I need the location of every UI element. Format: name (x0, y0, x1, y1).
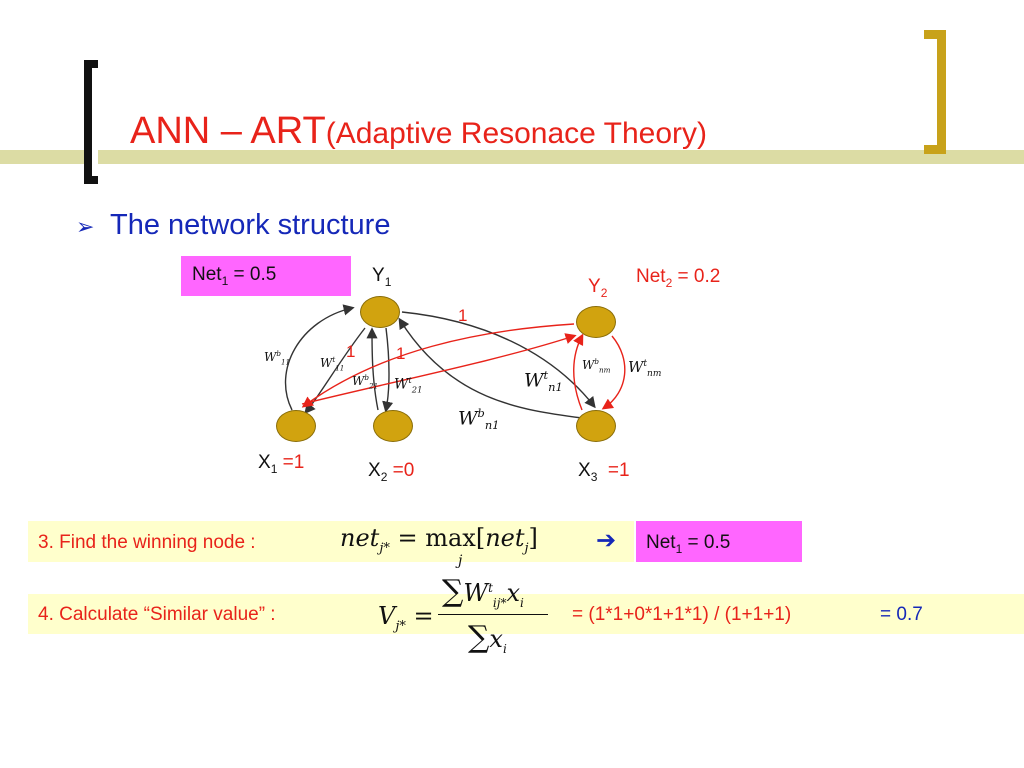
node-x2 (373, 410, 413, 442)
similarity-result: = 0.7 (880, 604, 923, 625)
weight-wn1t: Wtn1 (524, 368, 563, 395)
step3-formula-subscript: j (458, 553, 463, 569)
edge-value-label: 1 (396, 344, 406, 363)
similarity-numerator: ∑Wtij*xi (442, 574, 524, 610)
weight-wnmt: Wtnm (628, 358, 662, 379)
net1-highlight-box (181, 256, 351, 296)
title-main: ANN – ART (130, 110, 326, 152)
winner-label: Net1 = 0.5 (646, 532, 731, 556)
weight-w21b: Wb21 (352, 373, 379, 391)
edge-value-label: 1 (458, 306, 468, 325)
x2-label: X2 =0 (368, 460, 415, 484)
weight-w21t: Wt21 (394, 375, 423, 395)
right-bracket-decoration (924, 30, 946, 154)
weight-w11t: Wt11 (320, 355, 345, 373)
net1-label: Net1 = 0.5 (192, 264, 277, 288)
left-bracket-decoration (84, 60, 98, 184)
edge-y2-x1-red (301, 323, 575, 408)
fraction-line (438, 614, 548, 615)
step3-background (28, 521, 634, 562)
weight-wn1b: Wbn1 (458, 406, 500, 433)
step3-formula: netj* = max[netj] (340, 524, 538, 556)
edge-y2-x3-red (601, 335, 626, 410)
y2-label: Y2 (588, 276, 608, 300)
bullet-arrow-icon: ➢ (76, 214, 95, 239)
edge-x1-y1-bottom (284, 304, 355, 411)
node-y1 (360, 296, 400, 328)
x3-label: X3 =1 (578, 460, 630, 484)
node-x1 (276, 410, 316, 442)
header-band (0, 150, 1024, 164)
similarity-lhs: Vj* = (378, 602, 434, 634)
edge-x1-y2-red (301, 333, 577, 405)
title-sub: (Adaptive Resonace Theory) (325, 117, 708, 150)
edge-x3-y1-bottom (398, 317, 583, 419)
weight-wnmb: Wbnm (582, 357, 611, 375)
node-x3 (576, 410, 616, 442)
edge-x2-y1-bottom (366, 327, 379, 411)
winner-highlight-box (636, 521, 802, 562)
step3-text: 3. Find the winning node : (38, 532, 256, 553)
bullet-text: The network structure (110, 209, 391, 241)
edge-y1-x3-top (401, 311, 596, 409)
slide-title: ANN – ART(Adaptive Resonace Theory) (130, 112, 707, 150)
x1-label: X1 =1 (258, 452, 305, 476)
y1-label: Y1 (372, 265, 392, 289)
net2-label: Net2 = 0.2 (636, 266, 721, 290)
weight-w11b: Wb11 (264, 349, 291, 367)
edge-y1-x2-top (382, 327, 394, 413)
edge-x3-y2-red (573, 333, 584, 411)
similarity-calculation: = (1*1+0*1+1*1) / (1+1+1) (572, 604, 792, 625)
step4-text: 4. Calculate “Similar value” : (38, 604, 276, 625)
node-y2 (576, 306, 616, 338)
similarity-denominator: ∑xi (468, 620, 507, 656)
right-arrow-icon: ➔ (596, 527, 617, 554)
edge-value-label: 1 (346, 342, 356, 361)
